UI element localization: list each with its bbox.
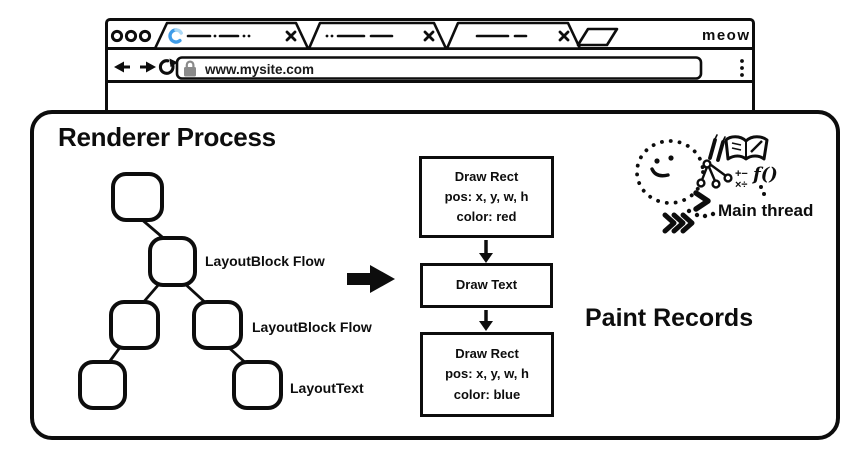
dot-trail xyxy=(686,208,716,219)
tree-label-layouttext: LayoutText xyxy=(290,380,364,396)
forward-button[interactable] xyxy=(140,61,156,73)
layout-node xyxy=(192,300,243,350)
paint-record-draw-rect-blue: Draw Rect pos: x, y, w, h color: blue xyxy=(420,332,554,417)
tab-2-close-icon[interactable] xyxy=(423,30,435,42)
pencil-icon xyxy=(708,134,726,162)
back-button[interactable] xyxy=(114,61,130,73)
tab-3[interactable] xyxy=(445,21,582,50)
record-line: color: red xyxy=(456,209,517,225)
renderer-process-title: Renderer Process xyxy=(58,122,276,152)
dotted-loop-icon xyxy=(635,139,705,205)
math-symbols-icon: +− ×÷ xyxy=(735,168,748,191)
svg-text:×÷: ×÷ xyxy=(735,179,747,191)
paint-record-draw-text: Draw Text xyxy=(420,263,553,308)
tab-3-close-icon[interactable] xyxy=(558,30,570,42)
dot-trail-small xyxy=(759,185,766,196)
browser-brand: meow xyxy=(702,27,751,44)
smiley-face-icon xyxy=(650,155,674,178)
layout-node xyxy=(78,360,127,410)
new-tab-button[interactable] xyxy=(576,27,619,47)
record-arrow-icons xyxy=(479,240,493,331)
browser-chrome-drawing xyxy=(108,21,752,83)
record-line: Draw Text xyxy=(455,277,518,293)
tab-1-title-scribble xyxy=(186,34,251,38)
triple-chevron-icon xyxy=(662,212,695,234)
layout-tree-nodes xyxy=(78,172,283,410)
renderer-drawing: +− ×÷ f() xyxy=(78,134,778,410)
record-line: Draw Rect xyxy=(455,346,519,362)
refresh-button[interactable] xyxy=(158,58,178,75)
function-symbol-icon: f() xyxy=(751,164,778,185)
tree-label-layoutblock-flow-1: LayoutBlock Flow xyxy=(205,253,325,269)
tab-2-title-scribble xyxy=(325,34,394,38)
browser-menu-kebab-icon[interactable] xyxy=(740,59,744,77)
paint-record-draw-rect-red: Draw Rect pos: x, y, w, h color: red xyxy=(419,156,554,238)
layout-node xyxy=(148,236,197,287)
lock-icon xyxy=(184,60,196,77)
url-field[interactable] xyxy=(175,56,703,80)
book-icon xyxy=(724,135,769,161)
renderer-process-box: +− ×÷ f() Renderer Process LayoutBlock F… xyxy=(30,110,840,440)
main-thread-doodle: +− ×÷ f() xyxy=(635,134,778,234)
record-line: pos: x, y, w, h xyxy=(445,366,529,382)
chevron-icon xyxy=(693,190,711,212)
layout-node xyxy=(111,172,164,222)
tab-1-close-icon[interactable] xyxy=(285,30,297,42)
record-line: Draw Rect xyxy=(454,168,519,184)
svg-text:+−: +− xyxy=(735,168,748,180)
record-line: pos: x, y, w, h xyxy=(444,188,529,204)
window-close-icon[interactable] xyxy=(110,29,124,43)
window-maximize-icon[interactable] xyxy=(138,29,152,43)
dom-tree-icon xyxy=(696,159,733,189)
url-text: www.mysite.com xyxy=(205,62,315,77)
paint-records-title: Paint Records xyxy=(585,304,754,332)
flow-arrow-icon xyxy=(347,265,395,293)
browser-window: meow www.mysite.com xyxy=(105,18,755,122)
window-minimize-icon[interactable] xyxy=(124,29,138,43)
window-control-buttons[interactable] xyxy=(110,29,152,43)
layout-node xyxy=(109,300,160,350)
layout-node xyxy=(232,360,283,410)
tree-label-layoutblock-flow-2: LayoutBlock Flow xyxy=(252,319,372,335)
tab-loading-spinner-icon xyxy=(168,28,183,44)
record-line: color: blue xyxy=(453,386,521,402)
main-thread-label: Main thread xyxy=(718,201,814,220)
